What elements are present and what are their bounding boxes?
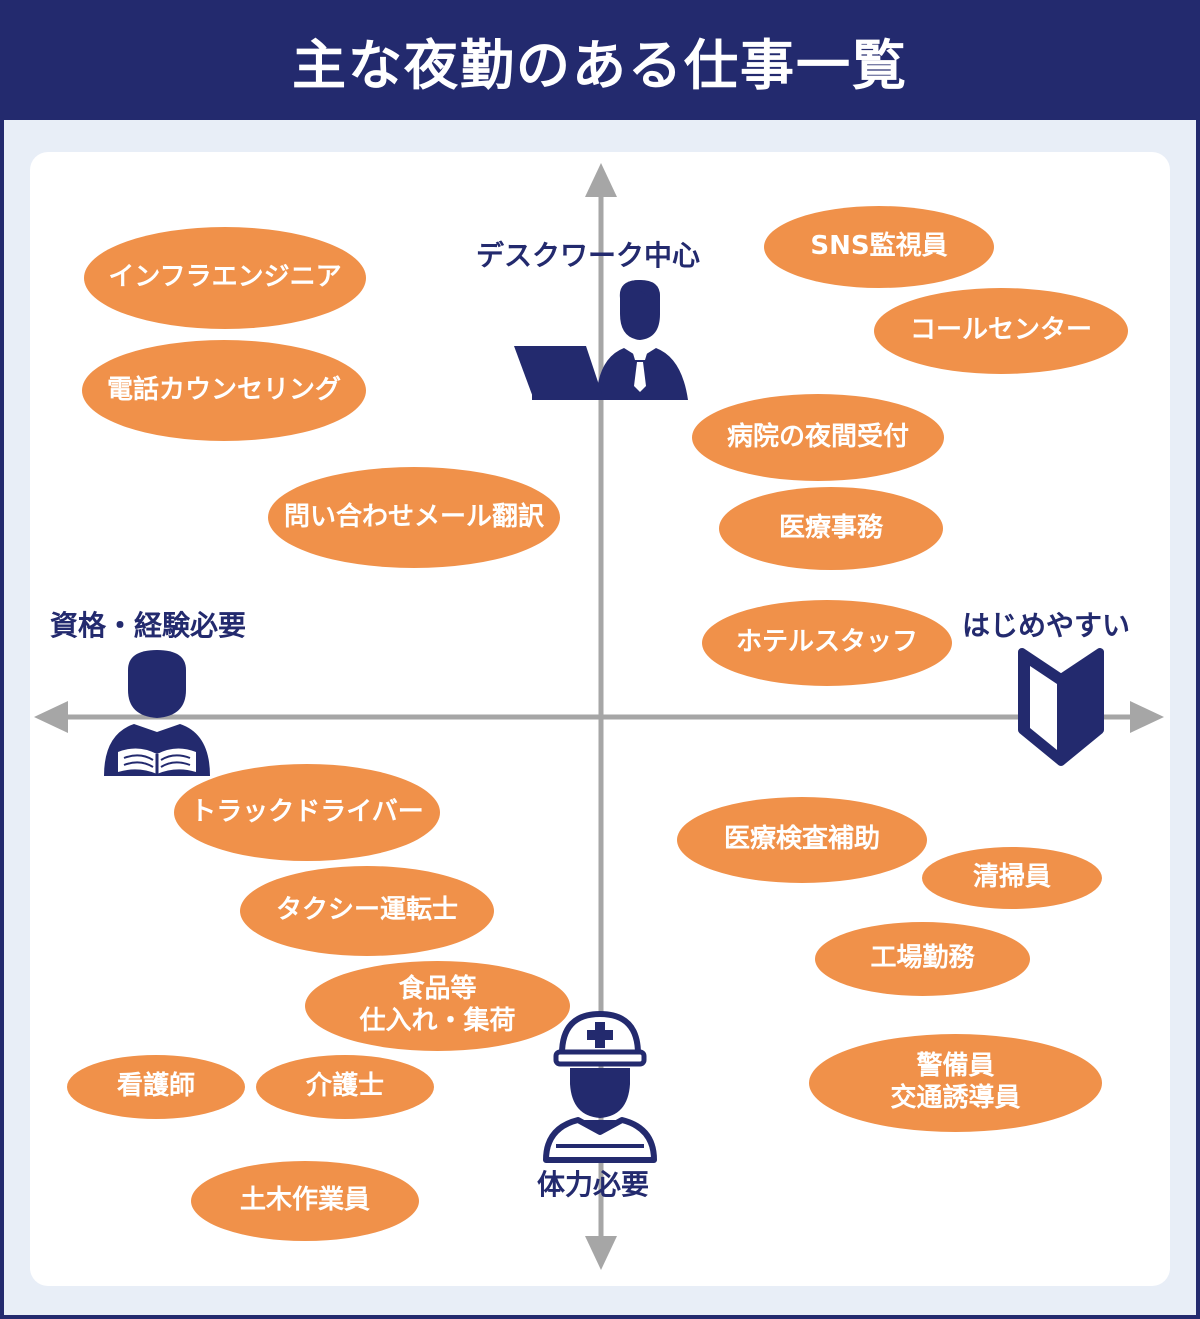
- arrow-right-icon: [1130, 701, 1164, 733]
- arrow-up-icon: [585, 163, 617, 197]
- axis-label-right: はじめやすい: [962, 609, 1131, 642]
- page-title: 主な夜勤のある仕事一覧: [0, 0, 1200, 120]
- arrow-down-icon: [585, 1236, 617, 1270]
- job-bubble-cleaning-staff: 清掃員: [922, 847, 1102, 909]
- office-worker-laptop-icon: [514, 280, 688, 400]
- arrow-left-icon: [34, 701, 68, 733]
- student-reading-book-icon: [104, 650, 210, 776]
- job-bubble-medical-test-assistant: 医療検査補助: [677, 797, 927, 883]
- beginner-mark-icon: [1018, 648, 1104, 766]
- construction-worker-helmet-icon: [543, 1011, 657, 1163]
- job-bubble-email-translation: 問い合わせメール翻訳: [268, 467, 560, 568]
- job-bubble-call-center: コールセンター: [874, 288, 1128, 374]
- job-bubble-nurse: 看護師: [67, 1055, 245, 1119]
- job-bubble-truck-driver: トラックドライバー: [174, 764, 440, 861]
- job-bubble-caregiver: 介護士: [256, 1055, 434, 1119]
- axis-label-bottom: 体力必要: [537, 1168, 650, 1201]
- job-bubble-food-purchasing-collection: 食品等 仕入れ・集荷: [305, 961, 570, 1051]
- axis-label-top: デスクワーク中心: [476, 239, 701, 272]
- job-bubble-infrastructure-engineer: インフラエンジニア: [84, 227, 366, 329]
- job-bubble-hospital-night-reception: 病院の夜間受付: [692, 394, 944, 481]
- job-bubble-civil-engineering-worker: 土木作業員: [191, 1161, 419, 1241]
- job-bubble-sns-monitor: SNS監視員: [764, 206, 994, 288]
- job-bubble-medical-office: 医療事務: [719, 487, 943, 570]
- job-bubble-factory-work: 工場勤務: [815, 922, 1030, 996]
- job-bubble-phone-counseling: 電話カウンセリング: [82, 340, 366, 441]
- job-bubble-taxi-driver: タクシー運転士: [240, 866, 494, 956]
- axis-label-left: 資格・経験必要: [50, 609, 247, 642]
- job-bubble-security-traffic-guard: 警備員 交通誘導員: [809, 1034, 1102, 1132]
- job-bubble-hotel-staff: ホテルスタッフ: [702, 600, 952, 686]
